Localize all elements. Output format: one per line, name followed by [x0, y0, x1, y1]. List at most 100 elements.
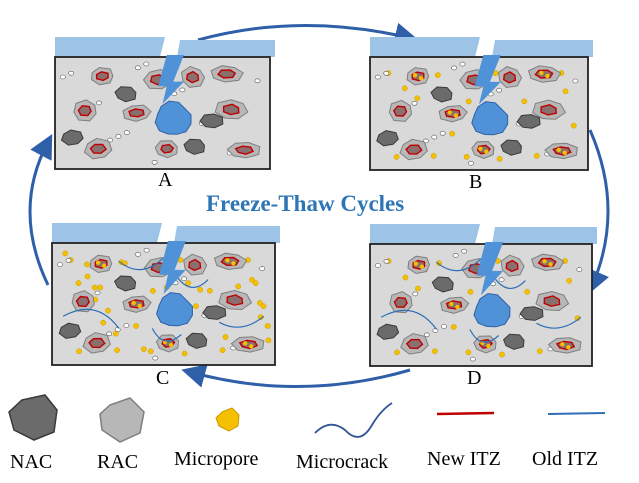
micropore [260, 303, 267, 310]
water-layer-right [492, 227, 597, 244]
micropore [207, 287, 213, 294]
panel-label-b: B [469, 171, 483, 193]
new-itz-ring [222, 103, 240, 116]
micropore [225, 258, 230, 263]
panel-b [369, 37, 593, 171]
micropore [84, 261, 90, 268]
air-void [411, 101, 418, 106]
micropore [455, 304, 460, 310]
nac-particle [503, 333, 525, 350]
air-void [143, 247, 150, 253]
nac-particle [185, 332, 208, 349]
micropore [101, 263, 107, 268]
legend-label-microcrack: Microcrack [296, 451, 389, 473]
air-void [123, 130, 130, 135]
panel-label-a: A [158, 169, 173, 191]
micropore [536, 348, 543, 355]
new-itz-ring [128, 108, 145, 118]
air-void [114, 327, 121, 332]
panel-label-d: D [467, 367, 482, 389]
micropore [243, 341, 248, 346]
micropore [449, 130, 456, 137]
micropore [430, 153, 437, 159]
micropore [449, 301, 454, 307]
nac-particle [60, 129, 84, 146]
micropore [137, 303, 142, 309]
air-void [459, 61, 466, 67]
micropore [100, 319, 107, 326]
micropore [414, 95, 421, 102]
new-itz-ring [405, 338, 424, 350]
micropore [447, 110, 452, 115]
lightning-bolt-icon [476, 242, 504, 296]
ice-crystal [471, 101, 509, 136]
new-itz-ring [537, 257, 557, 268]
air-void [57, 262, 63, 267]
new-itz-ring [95, 71, 109, 82]
new-itz-ring [89, 143, 108, 154]
air-void [498, 277, 505, 283]
micropore [566, 277, 573, 284]
air-void [181, 276, 188, 282]
micropore [539, 70, 544, 76]
micropore [545, 73, 550, 79]
micropore [463, 154, 470, 160]
panel-a [54, 37, 275, 170]
water-layer-left [370, 224, 480, 244]
panels [51, 37, 597, 367]
microcrack [218, 315, 265, 328]
microcrack [151, 328, 182, 342]
new-itz-ring [552, 146, 572, 156]
micropore [478, 146, 483, 151]
air-void [94, 290, 101, 296]
new-itz-ring [220, 256, 240, 267]
new-itz-ring [540, 104, 558, 116]
micropore [419, 264, 424, 269]
micropore [418, 76, 424, 81]
air-void [123, 323, 130, 328]
micropore [562, 88, 569, 95]
air-void [383, 71, 390, 76]
micropore [252, 280, 259, 286]
ice-crystal [473, 293, 511, 328]
micropore [566, 345, 571, 350]
microcrack [380, 309, 438, 330]
nac-particle [376, 130, 399, 147]
diagram-title: Freeze-Thaw Cycles [206, 191, 405, 216]
micropore [114, 347, 120, 354]
air-void [423, 332, 430, 338]
new-itz-ring [234, 145, 254, 155]
microcrack [536, 316, 582, 329]
new-itz-ring [534, 69, 554, 79]
air-void [412, 291, 419, 297]
new-itz-ring [393, 296, 408, 309]
micropore [415, 285, 421, 292]
water-layer-left [55, 37, 165, 57]
nac-particle [500, 139, 522, 156]
air-void [254, 78, 261, 84]
nac-particle [114, 86, 137, 103]
micropore [533, 153, 540, 159]
panel-label-c: C [156, 367, 170, 389]
micropore [197, 286, 204, 293]
micropore [484, 149, 489, 154]
air-void [576, 267, 583, 272]
micropore [141, 346, 147, 352]
air-void [135, 252, 141, 257]
micropore [75, 280, 82, 286]
nac-particle [199, 113, 224, 129]
micropore [521, 98, 528, 105]
legend-micropore-symbol [215, 407, 240, 432]
nac-particle [516, 114, 541, 129]
panel-c [51, 223, 280, 366]
micropore [413, 261, 418, 266]
water-layer-left [370, 37, 480, 57]
new-itz-ring [77, 105, 92, 117]
micropore [496, 156, 503, 162]
nac-particle [113, 275, 137, 292]
micropore [570, 122, 577, 129]
air-void [134, 65, 141, 71]
micropore [562, 150, 567, 155]
micropore [542, 259, 547, 264]
new-itz-ring [405, 144, 423, 155]
